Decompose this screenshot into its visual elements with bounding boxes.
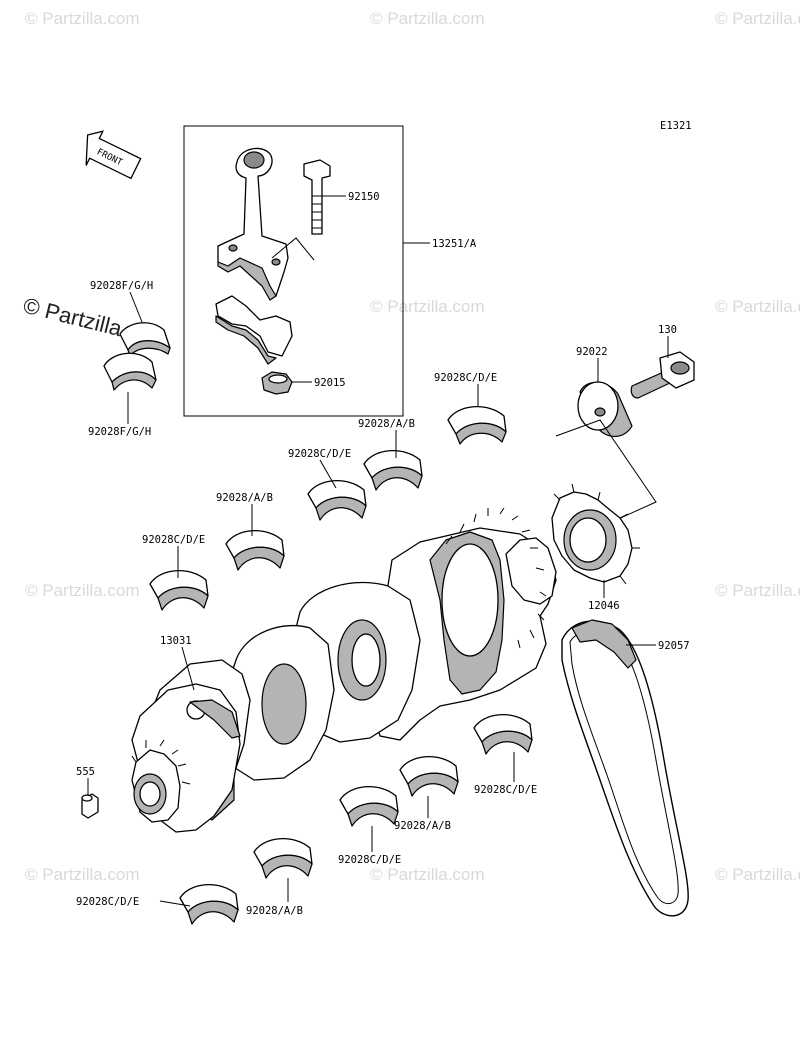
diagram-code: E1321 [660,120,692,132]
watermark: © Partzilla.com [715,9,800,28]
leader-lines [87,195,669,907]
main-bearing [399,755,459,797]
part-labels: 92150 13251/A 92015 92028F/G/H 92028F/G/… [76,191,690,917]
timing-chain [561,619,689,917]
part-label-12046: 12046 [588,600,620,612]
watermark: © Partzilla.com [370,865,485,884]
watermark: © Partzilla.com [25,9,140,28]
part-label-92028cde: 92028C/D/E [474,784,537,796]
part-label-92028fgh-top: 92028F/G/H [90,280,153,292]
main-bearing [307,479,367,521]
part-label-92057: 92057 [658,640,690,652]
part-label-92028ab: 92028/A/B [246,905,303,917]
main-bearing [339,785,399,827]
connecting-rod-cap [215,295,293,365]
part-label-92028cde: 92028C/D/E [288,448,351,460]
watermark: © Partzilla.com [25,581,140,600]
connecting-rod-assembly [183,125,404,417]
bolt [630,351,695,399]
main-bearing [253,837,313,879]
part-label-92015: 92015 [314,377,346,389]
part-label-92028ab: 92028/A/B [394,820,451,832]
main-bearing [473,713,533,755]
part-label-92028cde: 92028C/D/E [76,896,139,908]
watermark: © Partzilla.com [715,581,800,600]
watermark: © Partzilla.com [370,9,485,28]
connecting-rod-bolt [303,159,331,235]
part-label-555: 555 [76,766,95,778]
rod-bearing-lower [103,352,157,391]
sprocket [551,483,640,585]
crankshaft [81,507,557,833]
front-arrow-icon: FRONT [85,130,142,180]
main-bearing [179,883,239,925]
part-label-92028fgh-bottom: 92028F/G/H [88,426,151,438]
main-bearing [225,529,285,571]
part-label-92028ab: 92028/A/B [216,492,273,504]
watermark: © Partzilla.com [715,865,800,884]
watermark: © Partzilla.com [370,297,485,316]
washer [577,381,633,438]
main-bearing [447,405,507,445]
connecting-rod-nut [261,371,293,395]
part-label-130: 130 [658,324,677,336]
watermark: © Partzilla.com [715,297,800,316]
part-label-13031: 13031 [160,635,192,647]
watermark: © Partzilla.com [25,865,140,884]
part-label-92028ab: 92028/A/B [358,418,415,430]
part-label-92150: 92150 [348,191,380,203]
rod-bearing-upper [119,322,171,357]
connecting-rod [217,147,289,301]
part-label-92028cde: 92028C/D/E [142,534,205,546]
part-label-92028cde: 92028C/D/E [434,372,497,384]
main-bearing [149,569,209,611]
part-label-92028cde: 92028C/D/E [338,854,401,866]
part-label-13251: 13251/A [432,238,477,250]
part-label-92022: 92022 [576,346,608,358]
main-bearing [363,449,423,491]
